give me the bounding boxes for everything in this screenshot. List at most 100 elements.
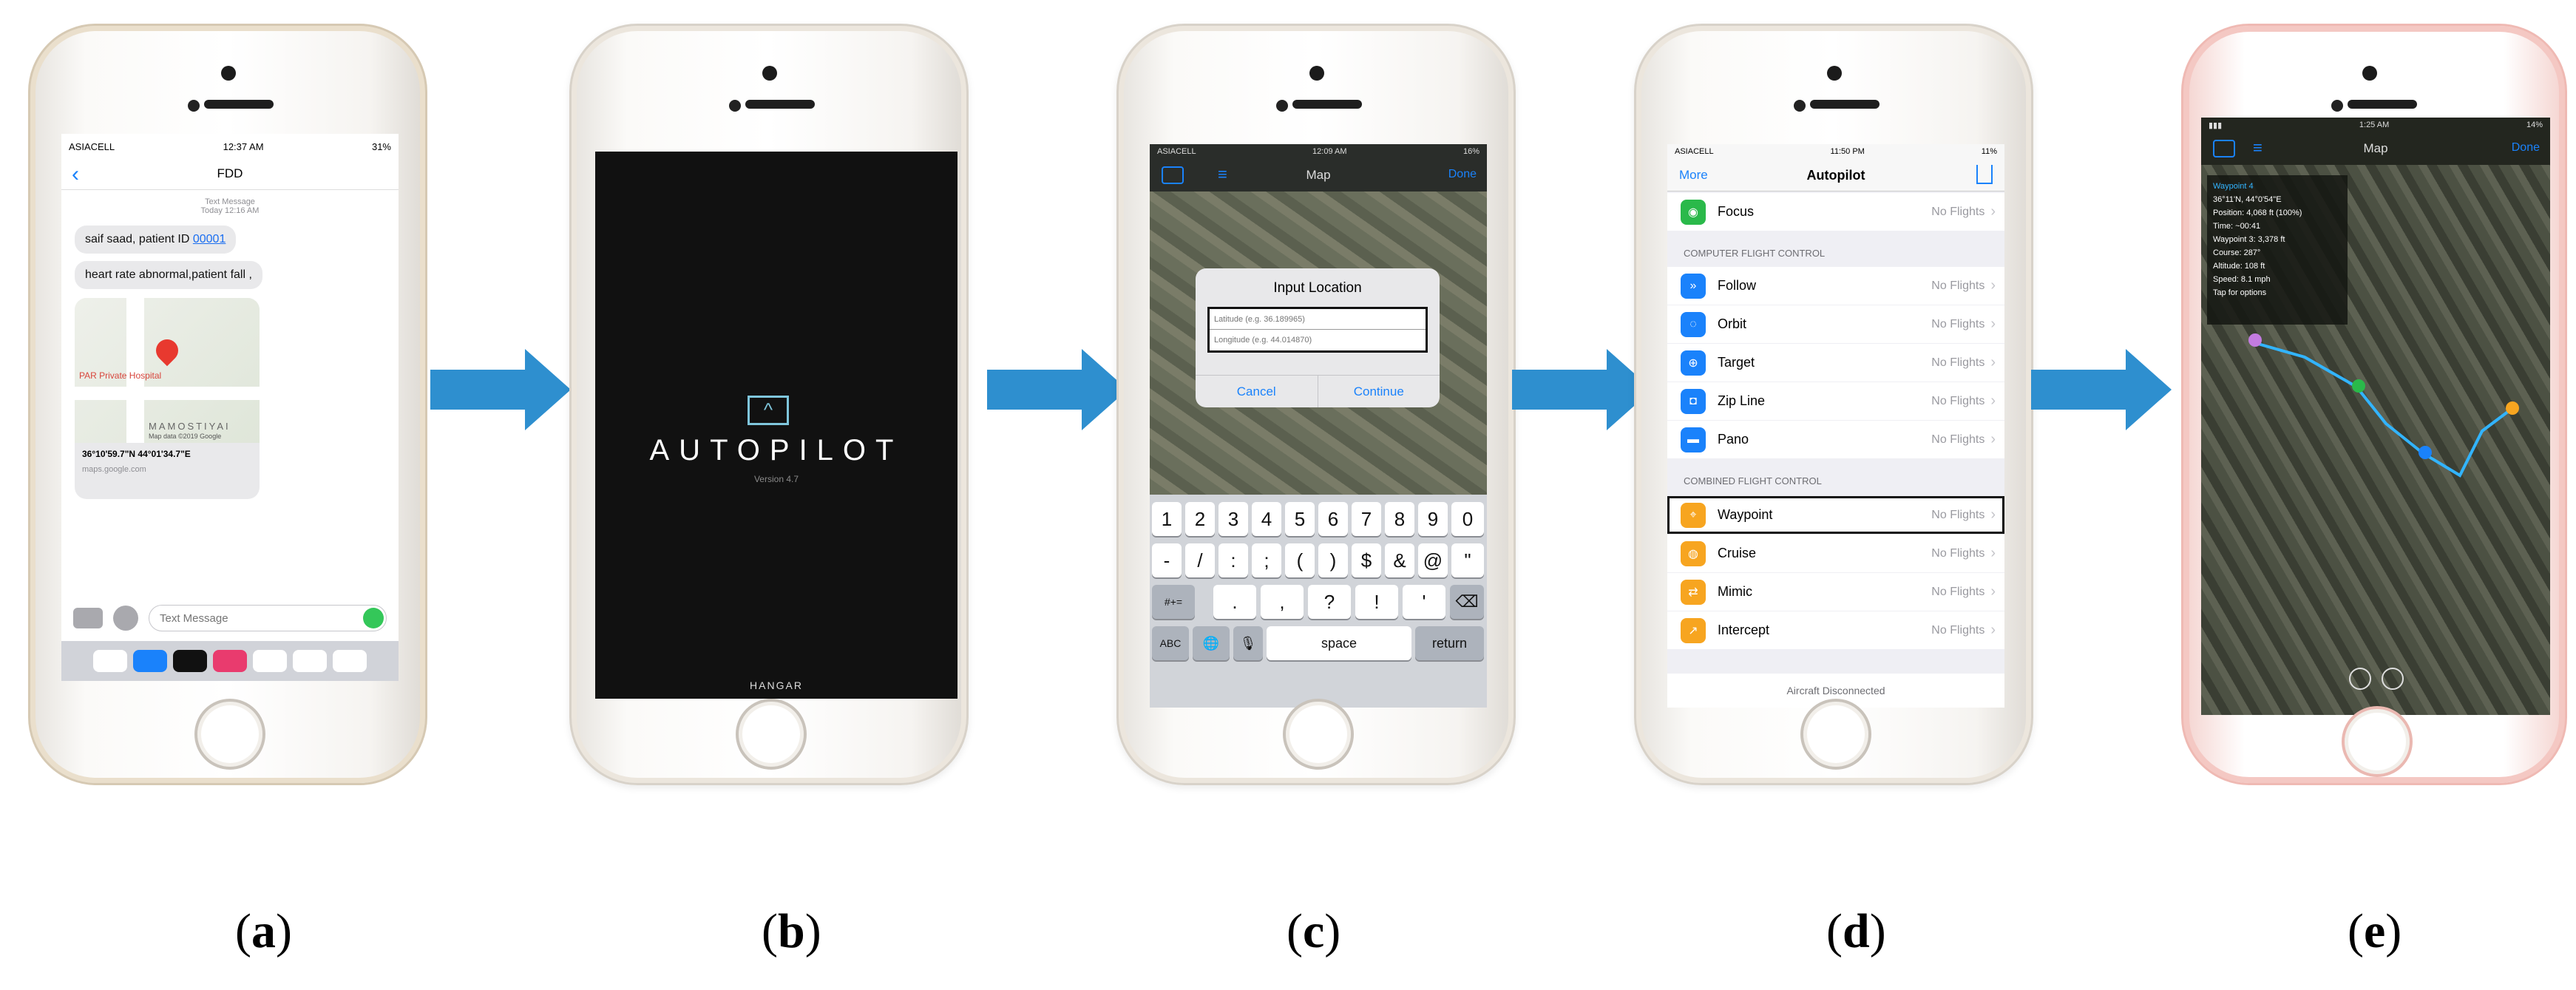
key-1[interactable]: 1 bbox=[1152, 502, 1182, 536]
latitude-input[interactable] bbox=[1210, 309, 1426, 330]
send-button[interactable] bbox=[363, 608, 384, 628]
return-key[interactable]: return bbox=[1415, 626, 1484, 660]
ebay-app-icon[interactable] bbox=[333, 650, 367, 672]
message-input[interactable] bbox=[149, 606, 386, 631]
patient-id-link[interactable]: 00001 bbox=[192, 233, 226, 245]
waypoint-marker-icon[interactable] bbox=[2506, 401, 2519, 415]
carrier-label: ASIACELL bbox=[1675, 147, 1714, 156]
nav-title: Map bbox=[2363, 141, 2388, 155]
row-label: Mimic bbox=[1718, 584, 1752, 599]
longitude-input[interactable] bbox=[1210, 330, 1426, 350]
key-comma[interactable]: , bbox=[1261, 585, 1304, 619]
key-6[interactable]: 6 bbox=[1318, 502, 1348, 536]
pano-icon: ▬ bbox=[1681, 427, 1706, 452]
camera-icon[interactable] bbox=[73, 608, 103, 628]
satellite-map[interactable]: Waypoint 4 36°11'N, 44°0'54"E Position: … bbox=[2201, 165, 2550, 715]
sensor-dot bbox=[1276, 100, 1288, 112]
key-open-paren[interactable]: ( bbox=[1285, 543, 1315, 577]
waypoint-info-panel[interactable]: Waypoint 4 36°11'N, 44°0'54"E Position: … bbox=[2207, 175, 2348, 325]
row-label: Focus bbox=[1718, 204, 1755, 219]
key-close-paren[interactable]: ) bbox=[1318, 543, 1348, 577]
key-colon[interactable]: : bbox=[1218, 543, 1248, 577]
share-icon[interactable] bbox=[1976, 165, 1993, 184]
key-9[interactable]: 9 bbox=[1418, 502, 1448, 536]
key-abc[interactable]: ABC bbox=[1152, 626, 1189, 660]
key-period[interactable]: . bbox=[1213, 585, 1256, 619]
backspace-key[interactable]: ⌫ bbox=[1450, 585, 1484, 619]
key-symbols[interactable]: #+= bbox=[1152, 585, 1195, 619]
continue-button[interactable]: Continue bbox=[1353, 384, 1404, 399]
digital-touch-icon[interactable] bbox=[213, 650, 247, 672]
space-key[interactable]: space bbox=[1267, 626, 1411, 660]
app-store-icon[interactable] bbox=[113, 606, 138, 631]
key-semicolon[interactable]: ; bbox=[1252, 543, 1281, 577]
section-header: COMPUTER FLIGHT CONTROL bbox=[1684, 248, 1826, 259]
waypoint-marker-icon[interactable] bbox=[2419, 446, 2432, 459]
key-slash[interactable]: / bbox=[1185, 543, 1215, 577]
more-button[interactable]: More bbox=[1679, 168, 1708, 182]
app-store-icon[interactable] bbox=[133, 650, 167, 672]
key-question[interactable]: ? bbox=[1308, 585, 1351, 619]
key-minus[interactable]: - bbox=[1152, 543, 1182, 577]
key-4[interactable]: 4 bbox=[1252, 502, 1281, 536]
music-app-icon[interactable] bbox=[253, 650, 287, 672]
microphone-icon[interactable]: 🎙 bbox=[1233, 626, 1263, 660]
caption-d: (d) bbox=[1826, 904, 1886, 958]
message-bubble[interactable]: saif saad, patient ID 00001 bbox=[75, 226, 237, 254]
keyboard: 1 2 3 4 5 6 7 8 9 0 - / : ; ( ) $ & @ " … bbox=[1150, 495, 1487, 708]
message-bubble[interactable]: heart rate abnormal,patient fall , bbox=[75, 261, 262, 289]
waypoint-marker-icon[interactable] bbox=[2248, 333, 2262, 347]
key-exclamation[interactable]: ! bbox=[1355, 585, 1398, 619]
map-preview-card[interactable]: PAR Private Hospital MAMOSTIYAI Map data… bbox=[75, 298, 260, 499]
row-status: No Flights bbox=[1931, 356, 1985, 369]
done-button[interactable]: Done bbox=[1448, 168, 1477, 180]
cancel-button[interactable]: Cancel bbox=[1196, 376, 1318, 407]
map-link[interactable]: maps.google.com bbox=[82, 465, 146, 474]
back-chevron-icon[interactable]: ‹ bbox=[72, 162, 79, 186]
row-status: No Flights bbox=[1931, 508, 1985, 521]
layers-icon[interactable] bbox=[2213, 140, 2235, 157]
key-0[interactable]: 0 bbox=[1451, 502, 1484, 536]
chevron-right-icon: › bbox=[1990, 354, 1996, 370]
section-header: COMBINED FLIGHT CONTROL bbox=[1684, 475, 1822, 486]
key-5[interactable]: 5 bbox=[1285, 502, 1315, 536]
waypoint-marker-icon[interactable] bbox=[2352, 379, 2365, 393]
home-button[interactable] bbox=[194, 699, 265, 770]
home-button[interactable] bbox=[1800, 699, 1871, 770]
globe-icon[interactable]: 🌐 bbox=[1193, 626, 1230, 660]
home-button[interactable] bbox=[2342, 706, 2413, 777]
home-button[interactable] bbox=[736, 699, 807, 770]
layers-icon[interactable] bbox=[1162, 166, 1184, 184]
key-quote[interactable]: " bbox=[1451, 543, 1484, 577]
heart-app-icon[interactable] bbox=[293, 650, 327, 672]
phone-a: ASIACELL 12:37 AM 31% ‹ FDD Text Message… bbox=[28, 24, 427, 785]
contact-name[interactable]: FDD bbox=[217, 166, 243, 180]
home-button[interactable] bbox=[1283, 699, 1354, 770]
locate-icon[interactable] bbox=[2349, 668, 2371, 690]
key-at[interactable]: @ bbox=[1418, 543, 1448, 577]
menu-icon[interactable]: ≡ bbox=[1218, 165, 1227, 183]
photos-app-icon[interactable] bbox=[93, 650, 127, 672]
mimic-icon: ⇄ bbox=[1681, 579, 1706, 605]
key-dollar[interactable]: $ bbox=[1352, 543, 1381, 577]
key-apostrophe[interactable]: ' bbox=[1403, 585, 1445, 619]
key-ampersand[interactable]: & bbox=[1385, 543, 1414, 577]
key-3[interactable]: 3 bbox=[1218, 502, 1248, 536]
key-2[interactable]: 2 bbox=[1185, 502, 1215, 536]
apple-pay-icon[interactable] bbox=[173, 650, 207, 672]
search-icon[interactable] bbox=[2382, 668, 2404, 690]
key-8[interactable]: 8 bbox=[1385, 502, 1414, 536]
key-7[interactable]: 7 bbox=[1352, 502, 1381, 536]
menu-icon[interactable]: ≡ bbox=[2253, 138, 2263, 157]
done-button[interactable]: Done bbox=[2511, 141, 2540, 154]
